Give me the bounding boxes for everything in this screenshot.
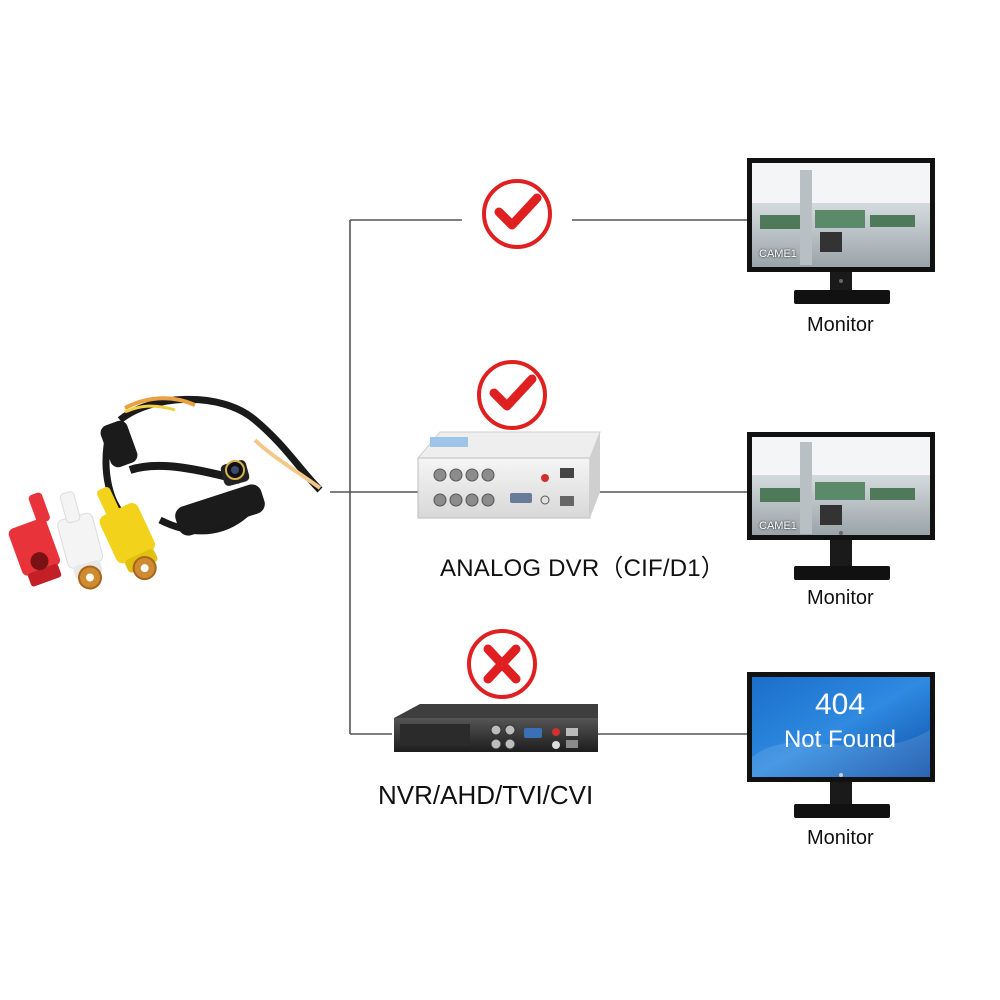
monitor-icon (747, 158, 935, 304)
screen-tag-label: CAME1 (759, 520, 797, 532)
monitor-icon (747, 672, 935, 818)
error-code-text: 404 (814, 688, 866, 721)
monitor-label: Monitor (807, 314, 874, 336)
yellow-plug (97, 486, 158, 581)
check-icon (477, 360, 547, 430)
monitor-label: Monitor (807, 827, 874, 849)
white-plug (57, 491, 104, 590)
connection-lines (330, 219, 750, 735)
nvr-device-icon (394, 704, 598, 752)
cross-icon (467, 629, 537, 699)
monitor-icon (747, 432, 935, 580)
error-message-text: Not Found (783, 726, 897, 753)
check-icon (482, 179, 552, 249)
cvbs-camera-cable-icon (8, 395, 323, 590)
red-plug (8, 492, 62, 587)
screen-tag-label: CAME1 (759, 248, 797, 260)
monitor-label: Monitor (807, 587, 874, 609)
analog-dvr-device-icon (416, 431, 601, 519)
analog-dvr-label: ANALOG DVR（CIF/D1） (440, 555, 725, 582)
nvr-label: NVR/AHD/TVI/CVI (378, 780, 594, 810)
